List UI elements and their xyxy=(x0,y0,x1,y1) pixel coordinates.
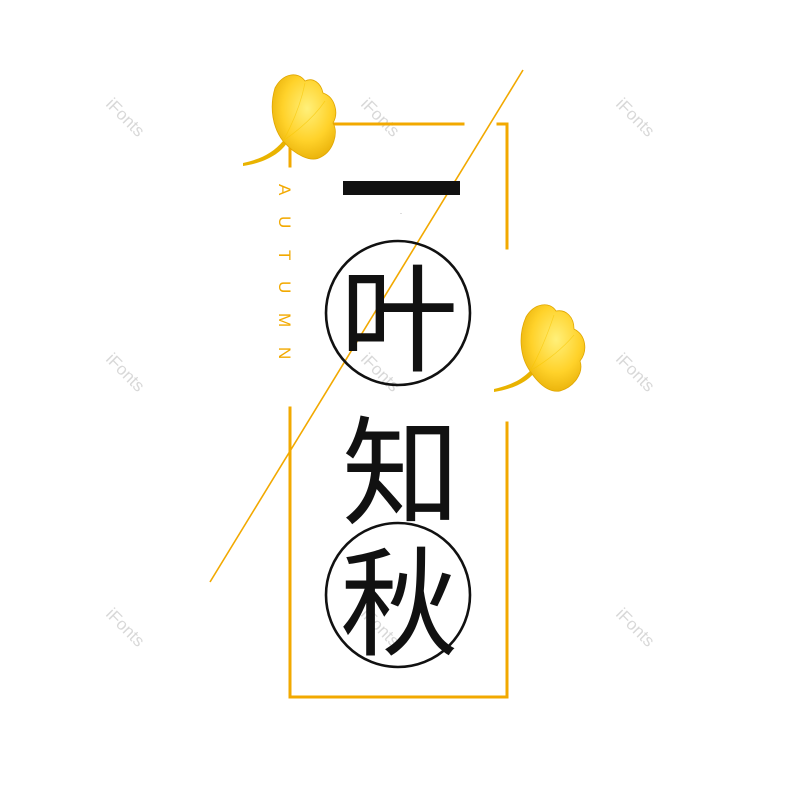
main-title: 一 叶 知 秋 xyxy=(340,181,460,674)
watermark-text: iFonts xyxy=(612,349,658,395)
watermark-text: iFonts xyxy=(612,604,658,650)
autumn-letter: U xyxy=(275,281,294,293)
watermark-text: iFonts xyxy=(612,94,658,140)
subtitle-autumn: A U T U M N xyxy=(275,184,294,359)
title-char-yi: 一 xyxy=(400,213,402,216)
frame-top-right-segment xyxy=(496,122,509,250)
watermark-text: iFonts xyxy=(102,349,148,395)
title-char-ye: 叶 xyxy=(340,252,458,390)
title-char-qiu: 秋 xyxy=(340,536,458,674)
watermark-text: iFonts xyxy=(102,604,148,650)
title-char-zhi: 知 xyxy=(342,405,460,543)
ginkgo-leaf-icon xyxy=(494,304,586,392)
autumn-letter: U xyxy=(275,216,294,228)
ginkgo-leaf-icon xyxy=(243,74,337,166)
autumn-letter: M xyxy=(275,313,294,327)
autumn-letter: N xyxy=(275,347,294,359)
diagonal-line xyxy=(209,69,524,583)
frame-bottom-segment xyxy=(288,406,509,699)
circle-qiu xyxy=(324,521,472,669)
title-char-yi-stroke xyxy=(343,181,460,195)
autumn-letter: T xyxy=(275,250,294,260)
watermark-text: iFonts xyxy=(102,94,148,140)
watermark-text: iFonts xyxy=(357,94,403,140)
autumn-letter: A xyxy=(275,184,294,196)
circle-ye xyxy=(324,239,472,387)
